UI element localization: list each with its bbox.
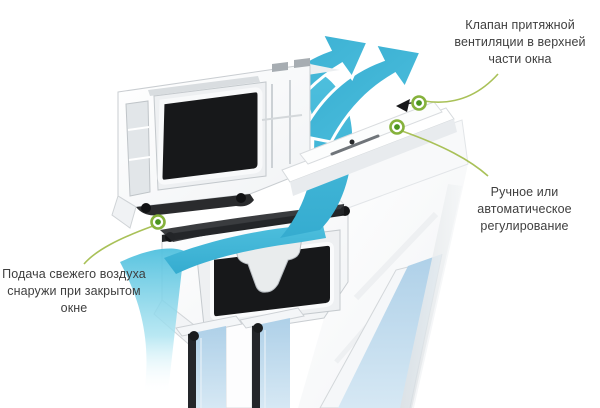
- label-line: снаружи при закрытом: [7, 284, 141, 298]
- marker-dot-icon: [411, 95, 427, 111]
- glazing-bead-2: [239, 307, 305, 329]
- leader-line: [401, 130, 489, 177]
- label-line: окне: [60, 301, 88, 315]
- pointer-arrowhead-icon: [396, 99, 410, 112]
- glass-pane-2: [252, 318, 290, 408]
- leader-line: [83, 225, 154, 265]
- glass-panes: [175, 307, 305, 408]
- label-line: автоматическое: [477, 202, 572, 216]
- label-intake-valve: Клапан притяжной вентиляции в верхней ча…: [440, 17, 600, 68]
- label-line: Ручное или: [490, 185, 559, 199]
- label-line: Клапан притяжной: [465, 18, 575, 32]
- label-line: части окна: [488, 52, 552, 66]
- leader-line: [423, 73, 499, 103]
- label-regulation: Ручное или автоматическое регулирование: [447, 184, 600, 235]
- sash-steel-cavity: [157, 87, 263, 185]
- airflow-arrow-icon: [298, 42, 424, 144]
- glazing-gasket-1: [189, 331, 199, 341]
- glazing-gasket-2: [253, 323, 263, 333]
- glazing-bead-1: [175, 315, 243, 337]
- label-air-supply: Подача свежего воздуха снаружи при закры…: [0, 266, 149, 317]
- leader-lines: [83, 73, 499, 265]
- glass-pane-1: [188, 326, 226, 408]
- air-stream-tail: [120, 248, 184, 394]
- valve-air-slot: [330, 134, 380, 156]
- sash-profile-cross-section: [111, 58, 340, 229]
- label-line: вентиляции в верхней: [454, 35, 586, 49]
- marker-dot-icon: [150, 214, 166, 230]
- valve-body-front: [290, 119, 457, 196]
- marker-dot-icon: [389, 119, 405, 135]
- sash-bottom-gasket: [136, 194, 254, 216]
- label-line: Подача свежего воздуха: [2, 267, 146, 281]
- valve-flap: [299, 101, 443, 165]
- frame-outer-edge: [400, 184, 462, 408]
- vent-valve: [281, 99, 457, 196]
- valve-screw: [349, 139, 355, 145]
- label-line: регулирование: [480, 219, 569, 233]
